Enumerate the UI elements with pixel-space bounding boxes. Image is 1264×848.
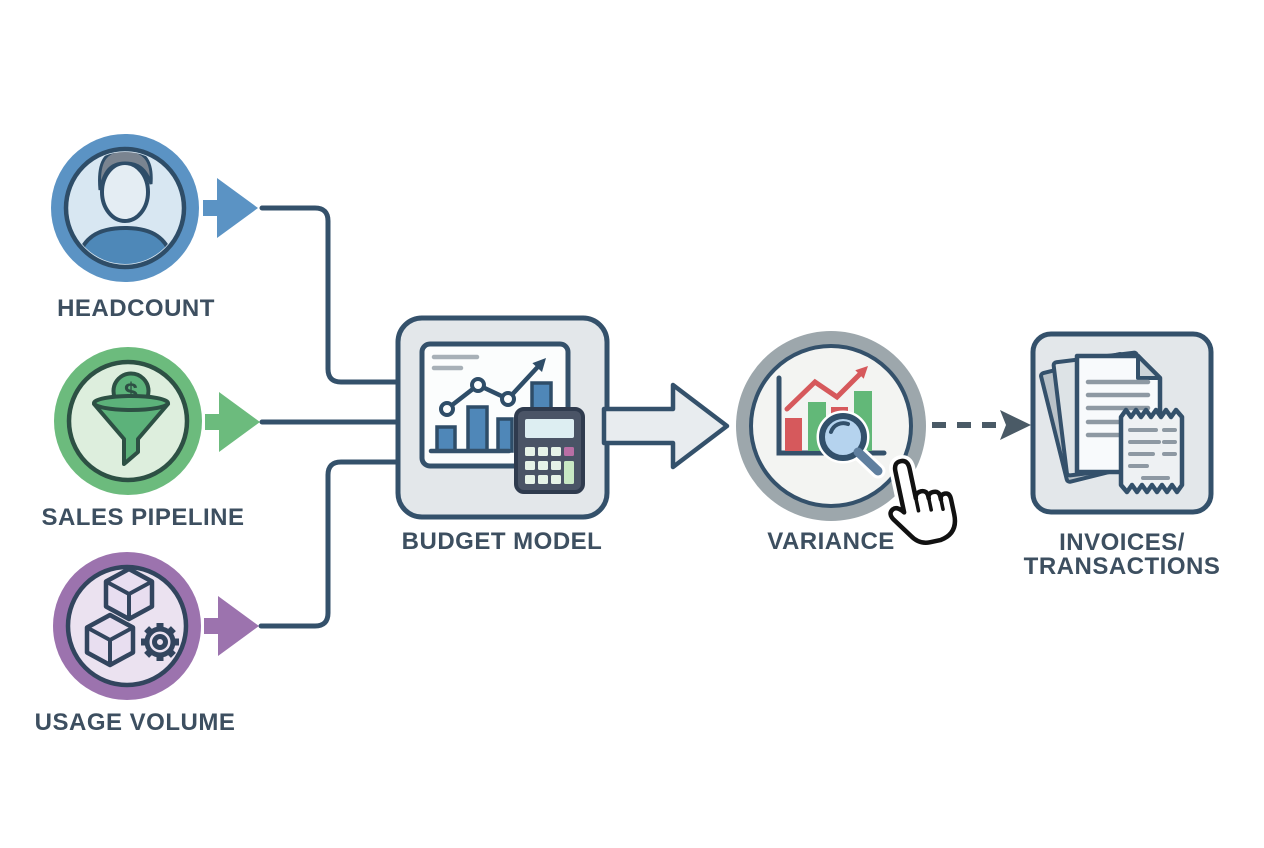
- cubes-gear-icon: [84, 566, 179, 668]
- magnifier-bar-chart-icon: [776, 366, 887, 479]
- hand-pointer-cursor: [884, 455, 961, 549]
- invoices-node[interactable]: [1030, 331, 1214, 515]
- dashed-arrow-variance-to-invoices: [932, 410, 1031, 440]
- variance-node[interactable]: [736, 331, 926, 521]
- headcount-arrow-icon: [203, 178, 258, 238]
- invoices-label: INVOICES/ TRANSACTIONS: [1002, 531, 1242, 579]
- dollar-funnel-icon: $: [92, 371, 170, 466]
- invoices-label-line1: INVOICES/: [1059, 529, 1185, 556]
- documents-receipt-icon: [1039, 350, 1185, 495]
- headcount-label: HEADCOUNT: [57, 295, 215, 322]
- usage-arrow-icon: [204, 596, 259, 656]
- sales-arrow-icon: [205, 392, 260, 452]
- invoices-label-line2: TRANSACTIONS: [1023, 553, 1221, 580]
- usage-volume-node[interactable]: [53, 552, 259, 700]
- variance-label: VARIANCE: [767, 528, 895, 555]
- budget-model-node[interactable]: [395, 315, 610, 520]
- person-avatar-icon: [74, 152, 176, 264]
- connector-headcount-to-budget: [259, 205, 403, 385]
- sales-pipeline-label: SALES PIPELINE: [41, 504, 245, 531]
- flow-arrow-budget-to-variance: [601, 382, 730, 470]
- budget-model-label: BUDGET MODEL: [401, 528, 603, 555]
- headcount-node[interactable]: [51, 134, 258, 290]
- usage-volume-label: USAGE VOLUME: [34, 709, 236, 736]
- connector-usage-to-budget: [258, 459, 403, 629]
- sales-pipeline-node[interactable]: $: [54, 347, 260, 495]
- bar-chart-calculator-icon: [419, 341, 585, 494]
